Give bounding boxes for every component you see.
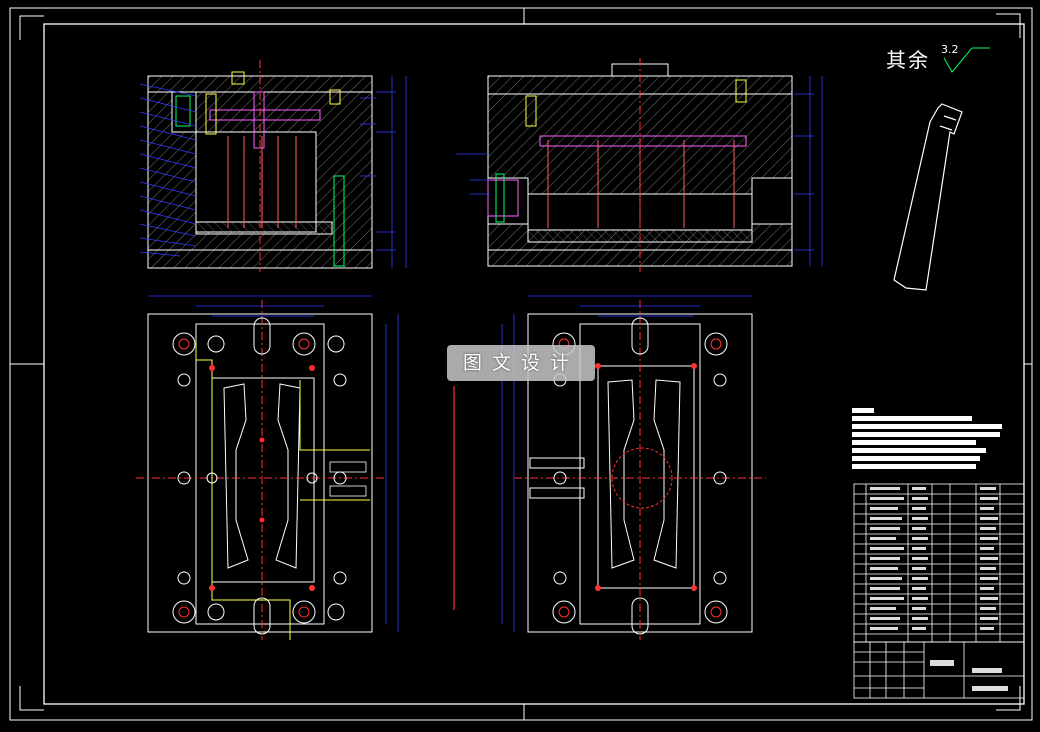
roughness-value: 3.2 [941,43,959,56]
sheet-frame [9,7,1033,721]
section-view-left [139,60,407,272]
section-view-right [456,58,823,272]
parts-list-table [853,483,1025,643]
roughness-label: 其余 [886,48,930,72]
roughness-symbol [943,47,990,73]
title-block [853,641,1025,699]
watermark: 图文设计 [447,345,595,381]
ejector-pin-detail [893,103,963,291]
technical-notes [852,408,1002,469]
parts-list-text [870,487,998,630]
plan-view-left [136,295,399,640]
